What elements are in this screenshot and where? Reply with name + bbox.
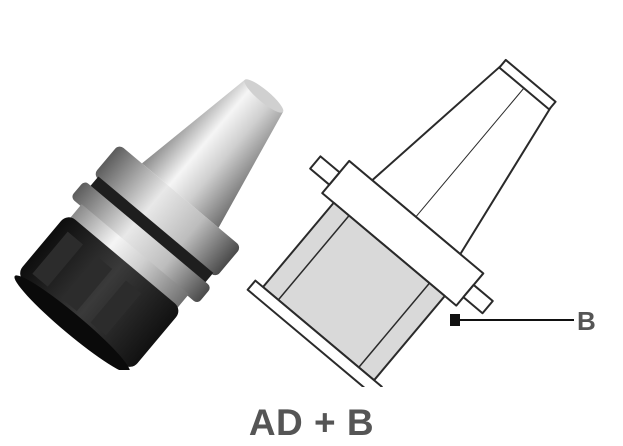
- tool-holder-photo: [14, 79, 284, 370]
- figure-caption: AD + B: [248, 402, 375, 443]
- tool-holder-drawing: [246, 58, 574, 387]
- callout-label-b: B: [577, 306, 596, 336]
